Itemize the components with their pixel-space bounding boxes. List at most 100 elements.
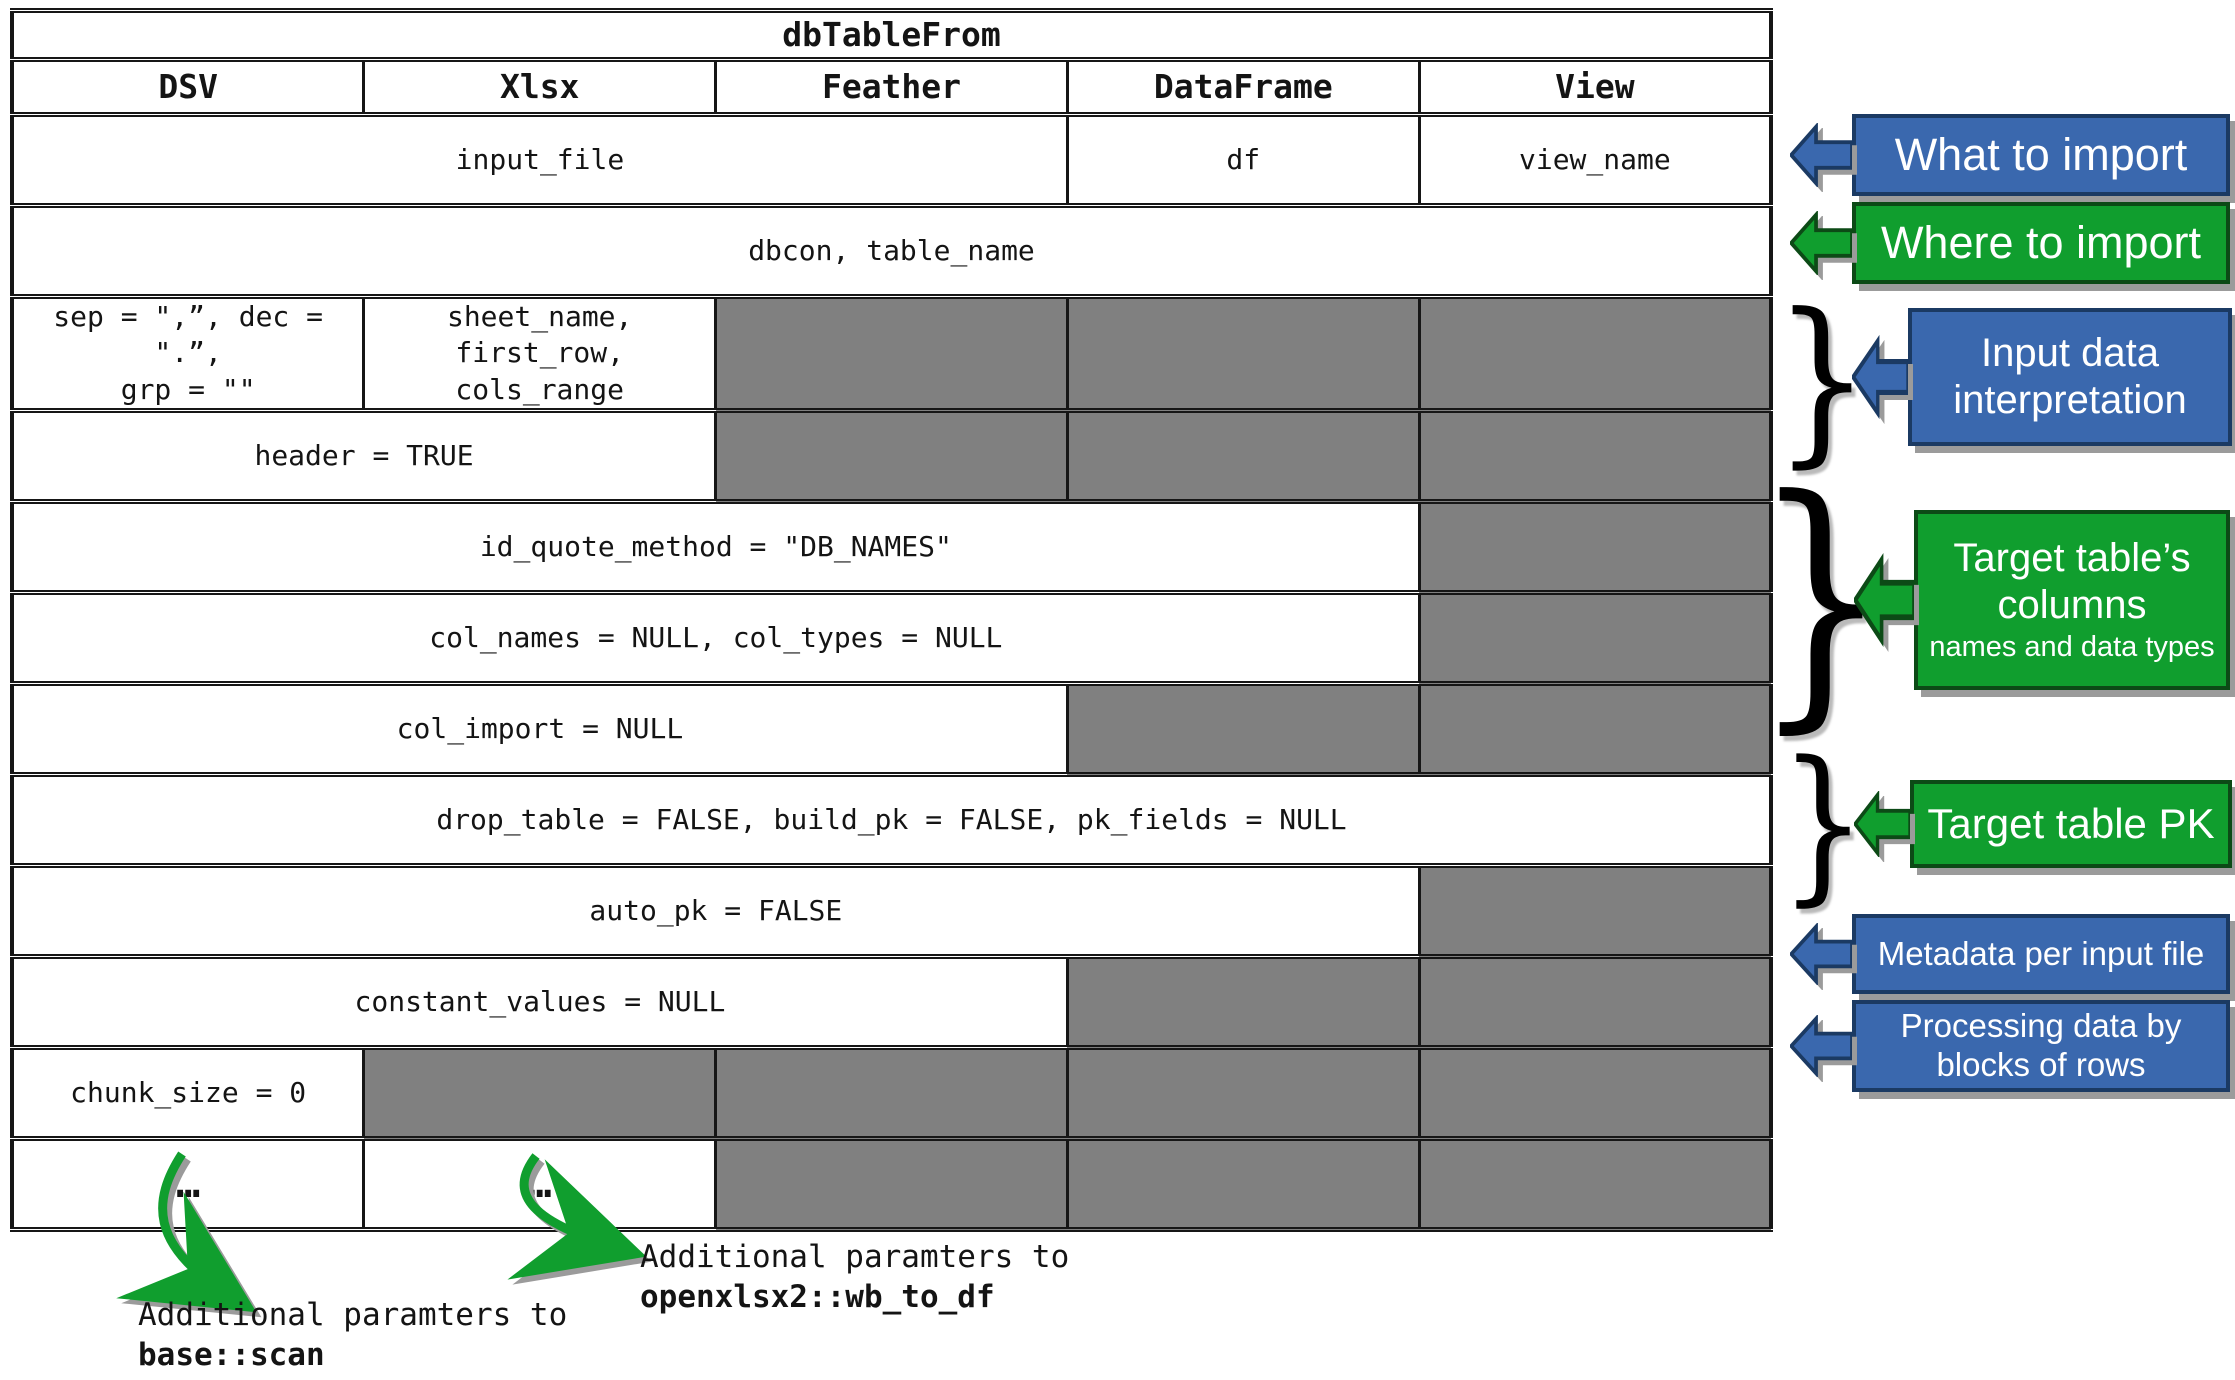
curved-arrow-shadow [512, 1158, 652, 1285]
empty-cell [1417, 293, 1773, 414]
param-cell: col_names = NULL, col_types = NULL [10, 590, 1421, 687]
callout-sublabel: names and data types [1929, 631, 2215, 664]
callout-target-table-pk: Target table PK [1854, 780, 2232, 868]
callout-label: blocks of rows [1936, 1046, 2146, 1083]
callout-metadata-per-input-file: Metadata per input file [1790, 914, 2230, 994]
empty-cell [1065, 681, 1421, 778]
empty-cell [714, 408, 1069, 505]
left-arrow-icon [1790, 123, 1852, 187]
param-cell: drop_table = FALSE, build_pk = FALSE, pk… [10, 772, 1773, 869]
column-header: DSV [10, 57, 366, 117]
left-arrow-icon [1852, 334, 1908, 420]
callout-box: Target table’s columns names and data ty… [1914, 510, 2230, 690]
annotation-wb-to-df: Additional paramters to openxlsx2::wb_to… [640, 1238, 1069, 1317]
param-cell: header = TRUE [10, 408, 718, 505]
empty-cell [1065, 954, 1421, 1051]
param-cell: sheet_name, first_row, cols_range [362, 293, 718, 414]
table-row: constant_values = NULL [10, 954, 1773, 1051]
callout-box: Target table PK [1910, 780, 2232, 868]
param-cell: input_file [10, 112, 1069, 208]
callout-label: columns [1997, 582, 2147, 627]
callout-target-table-columns: Target table’s columns names and data ty… [1854, 510, 2230, 690]
callout-what-to-import: What to import [1790, 114, 2230, 196]
param-cell: df [1065, 112, 1421, 208]
table-row: sep = ",”, dec = ".”, grp = ""sheet_name… [10, 293, 1773, 414]
callout-label: Processing data by [1900, 1007, 2182, 1045]
callout-input-data-interpretation: Input data interpretation [1852, 308, 2232, 446]
empty-cell [714, 1045, 1069, 1142]
table-row: header = TRUE [10, 408, 1773, 505]
curved-arrow-icon [507, 1153, 647, 1280]
param-cell: sep = ",”, dec = ".”, grp = "" [10, 293, 366, 414]
param-cell: chunk_size = 0 [10, 1045, 366, 1142]
empty-cell [1417, 408, 1773, 505]
callout-label: What to import [1894, 129, 2188, 181]
callout-box: Input data interpretation [1908, 308, 2232, 446]
column-header: DataFrame [1065, 57, 1421, 117]
empty-cell [1417, 499, 1773, 596]
column-header: View [1417, 57, 1773, 117]
left-arrow-icon [1854, 552, 1914, 648]
callout-where-to-import: Where to import [1790, 202, 2230, 284]
annotation-base-scan: Additional paramters to base::scan [138, 1296, 567, 1375]
callout-box: Where to import [1852, 202, 2230, 284]
column-header: Xlsx [362, 57, 718, 117]
curved-arrow-icon [116, 1151, 257, 1313]
param-cell: view_name [1417, 112, 1773, 208]
param-cell: id_quote_method = "DB_NAMES" [10, 499, 1421, 596]
table-row: col_import = NULL [10, 681, 1773, 778]
empty-cell [362, 1045, 718, 1142]
callout-box: Processing data by blocks of rows [1852, 1000, 2230, 1092]
empty-cell [1417, 590, 1773, 687]
annotation-function-name: openxlsx2::wb_to_df [640, 1278, 995, 1315]
table-row: dbcon, table_name [10, 203, 1773, 299]
param-cell: dbcon, table_name [10, 203, 1773, 299]
callout-label: Target table’s [1953, 535, 2191, 580]
annotation-line: Additional paramters to [640, 1239, 1070, 1275]
empty-cell [1065, 408, 1421, 505]
empty-cell [1417, 681, 1773, 778]
param-cell: auto_pk = FALSE [10, 863, 1421, 960]
column-header: Feather [714, 57, 1069, 117]
left-arrow-icon [1790, 923, 1852, 985]
empty-cell [714, 293, 1069, 414]
annotation-function-name: base::scan [138, 1336, 325, 1373]
table-title-row: dbTableFrom [10, 8, 1773, 62]
left-arrow-icon [1854, 791, 1910, 857]
table-row: chunk_size = 0 [10, 1045, 1773, 1142]
empty-cell [1065, 1136, 1421, 1233]
brace-icon: } [1752, 442, 1890, 757]
left-arrow-icon [1790, 211, 1852, 275]
callout-processing-by-blocks: Processing data by blocks of rows [1790, 1000, 2230, 1092]
table-row: drop_table = FALSE, build_pk = FALSE, pk… [10, 772, 1773, 869]
callout-label: Input data [1981, 330, 2159, 375]
callout-label: Target table PK [1927, 800, 2215, 848]
brace-icon: } [1779, 725, 1867, 922]
table-row: auto_pk = FALSE [10, 863, 1773, 960]
table-title: dbTableFrom [10, 8, 1773, 62]
empty-cell [1417, 954, 1773, 1051]
empty-cell [1417, 1045, 1773, 1142]
callout-label: interpretation [1953, 378, 2187, 422]
empty-cell [1065, 1045, 1421, 1142]
param-cell: col_import = NULL [10, 681, 1069, 778]
empty-cell [1065, 293, 1421, 414]
callout-label: Metadata per input file [1877, 934, 2205, 972]
empty-cell [1417, 1136, 1773, 1233]
curved-arrows-layer [116, 1151, 652, 1318]
param-cell: constant_values = NULL [10, 954, 1069, 1051]
callout-box: What to import [1852, 114, 2230, 196]
table-row: id_quote_method = "DB_NAMES" [10, 499, 1773, 596]
empty-cell [714, 1136, 1069, 1233]
empty-cell [1417, 863, 1773, 960]
annotation-line: Additional paramters to [138, 1297, 568, 1333]
callout-box: Metadata per input file [1852, 914, 2230, 994]
table-row: col_names = NULL, col_types = NULL [10, 590, 1773, 687]
left-arrow-icon [1790, 1015, 1852, 1077]
table-row: …… [10, 1136, 1773, 1233]
